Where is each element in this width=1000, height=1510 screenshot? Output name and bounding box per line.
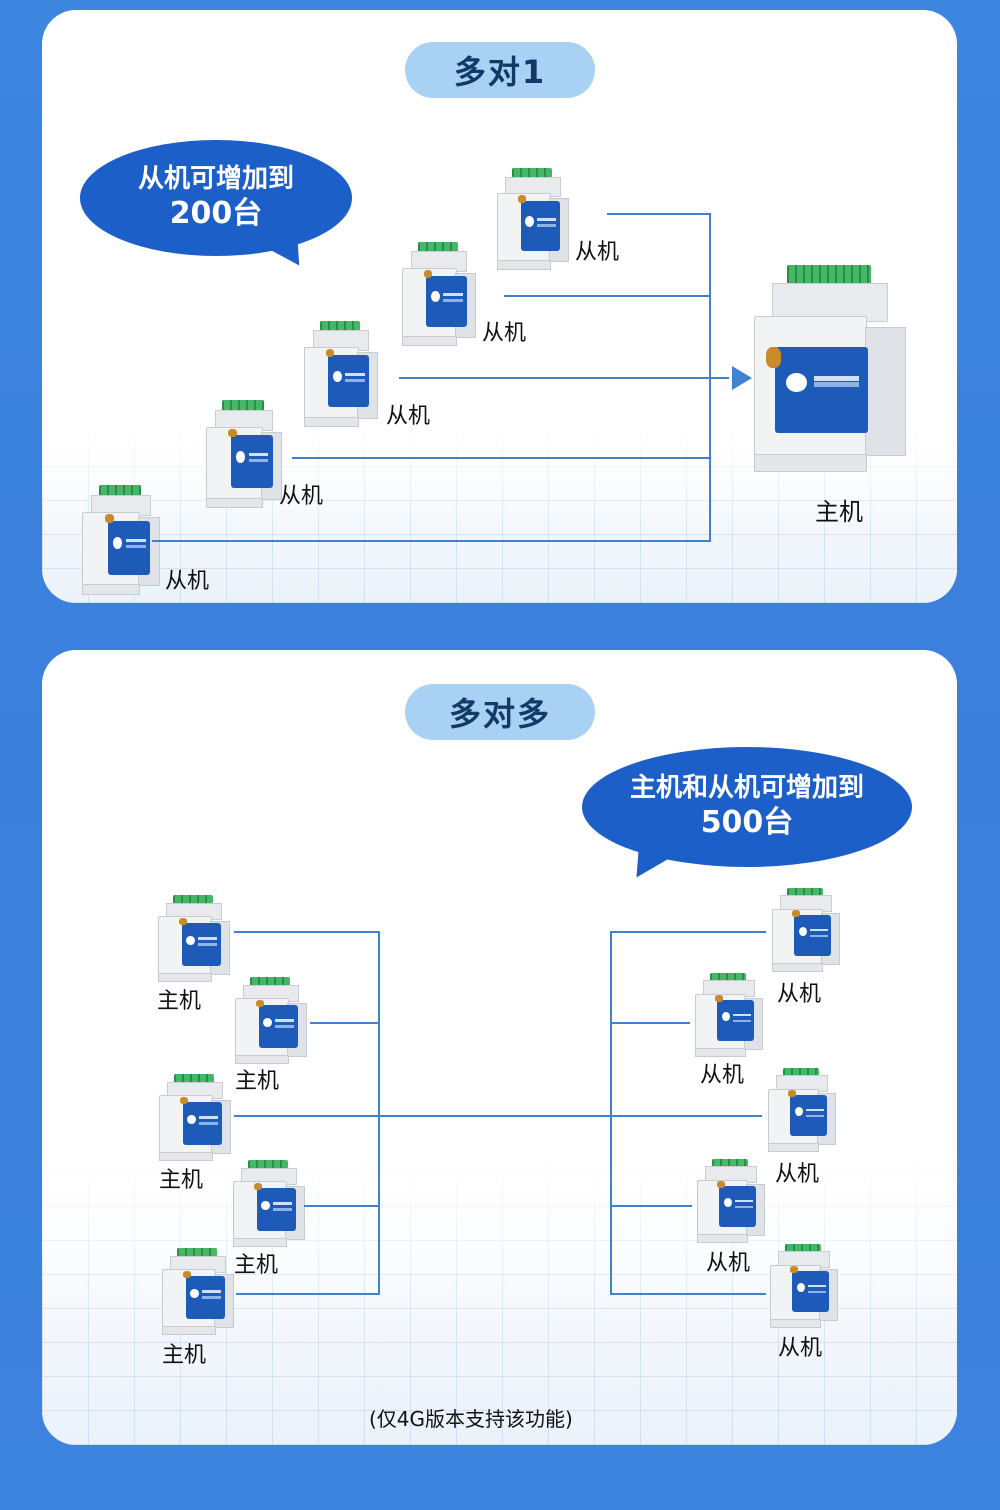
connection-line <box>607 213 711 215</box>
master-device <box>233 1160 305 1247</box>
slave-label: 从机 <box>386 404 431 429</box>
slave-device <box>697 1159 765 1243</box>
connection-line <box>292 457 711 459</box>
connection-line <box>310 1022 380 1024</box>
callout-line-1: 主机和从机可增加到 <box>629 773 864 804</box>
master-label: 主机 <box>235 1069 280 1094</box>
connection-line <box>612 1293 766 1295</box>
arrow-icon <box>732 366 752 390</box>
slave-label: 从机 <box>778 1336 823 1361</box>
slave-device <box>304 321 378 427</box>
slave-label: 从机 <box>575 240 620 265</box>
connection-line <box>234 1115 380 1117</box>
connection-trunk <box>378 931 380 1295</box>
slave-device <box>695 973 763 1057</box>
connection-line <box>236 1293 380 1295</box>
slave-label: 从机 <box>165 569 210 594</box>
slave-device <box>772 888 840 972</box>
connection-line <box>152 540 711 542</box>
slave-label: 从机 <box>777 982 822 1007</box>
connection-line <box>612 1205 692 1207</box>
one-to-many-panel: 多对1 从机可增加到 200台 从机 从机 从机 从机 从机 主机 <box>42 10 957 603</box>
many-to-many-panel: 多对多 主机和从机可增加到 500台 主机 主机 主机 主机 主机 从机 <box>42 650 957 1445</box>
footnote: (仅4G版本支持该功能) <box>369 1407 573 1431</box>
master-label: 主机 <box>815 498 863 526</box>
callout-line-2: 200台 <box>169 195 263 231</box>
master-label: 主机 <box>234 1253 279 1278</box>
connection-trunk <box>610 931 612 1295</box>
slave-label: 从机 <box>775 1162 820 1187</box>
slave-device <box>206 400 282 508</box>
callout-bubble: 主机和从机可增加到 500台 <box>582 747 912 867</box>
slave-device <box>82 485 160 595</box>
callout-line-2: 500台 <box>700 804 794 840</box>
master-device <box>235 977 307 1064</box>
connection-line <box>612 1115 762 1117</box>
slave-device <box>402 242 476 346</box>
master-device <box>754 265 906 472</box>
slave-device <box>768 1068 836 1152</box>
section-title-pill: 多对多 <box>405 684 595 740</box>
connection-line <box>612 1022 690 1024</box>
master-label: 主机 <box>157 989 202 1014</box>
callout-line-1: 从机可增加到 <box>137 164 294 195</box>
connection-line <box>304 1205 380 1207</box>
master-device <box>158 895 230 982</box>
master-label: 主机 <box>159 1168 204 1193</box>
slave-label: 从机 <box>706 1251 751 1276</box>
slave-label: 从机 <box>482 321 527 346</box>
master-label: 主机 <box>162 1343 207 1368</box>
section-title-pill: 多对1 <box>405 42 595 98</box>
center-link-line <box>380 1115 610 1117</box>
callout-bubble: 从机可增加到 200台 <box>80 140 352 256</box>
slave-device <box>770 1244 838 1328</box>
master-device <box>159 1074 231 1161</box>
slave-device <box>497 168 569 270</box>
connection-line <box>504 295 711 297</box>
slave-label: 从机 <box>279 484 324 509</box>
connection-line <box>234 931 380 933</box>
connection-line <box>612 931 766 933</box>
slave-label: 从机 <box>700 1063 745 1088</box>
connection-line <box>399 377 729 379</box>
connection-trunk <box>709 213 711 542</box>
master-device <box>162 1248 234 1335</box>
